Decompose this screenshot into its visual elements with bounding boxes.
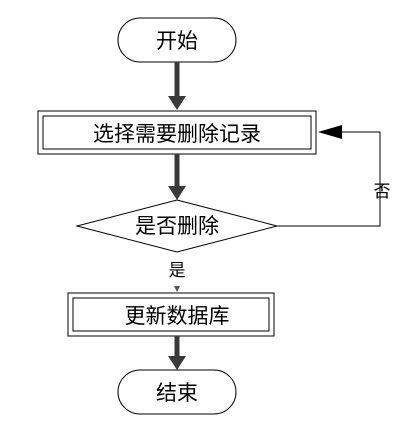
decision-diamond bbox=[75, 199, 279, 253]
end-terminator bbox=[117, 369, 237, 415]
yes-branch-label: 是 bbox=[169, 261, 186, 281]
select-process-inner bbox=[42, 115, 312, 150]
update-process-inner bbox=[72, 297, 270, 332]
no-branch-line bbox=[277, 131, 381, 227]
update-label: 更新数据库 bbox=[125, 304, 230, 328]
arrowhead-start-to-select bbox=[168, 96, 186, 110]
end-label: 结束 bbox=[156, 381, 198, 405]
select-label: 选择需要删除记录 bbox=[93, 122, 261, 146]
yes-branch-arrowhead bbox=[174, 286, 180, 292]
start-label: 开始 bbox=[156, 29, 198, 53]
arrowhead-select-to-decision bbox=[168, 186, 186, 200]
arrowhead-update-to-end bbox=[168, 356, 186, 370]
no-branch-arrowhead bbox=[318, 125, 342, 139]
no-branch-label: 否 bbox=[374, 182, 391, 202]
decision-label: 是否删除 bbox=[135, 214, 219, 238]
